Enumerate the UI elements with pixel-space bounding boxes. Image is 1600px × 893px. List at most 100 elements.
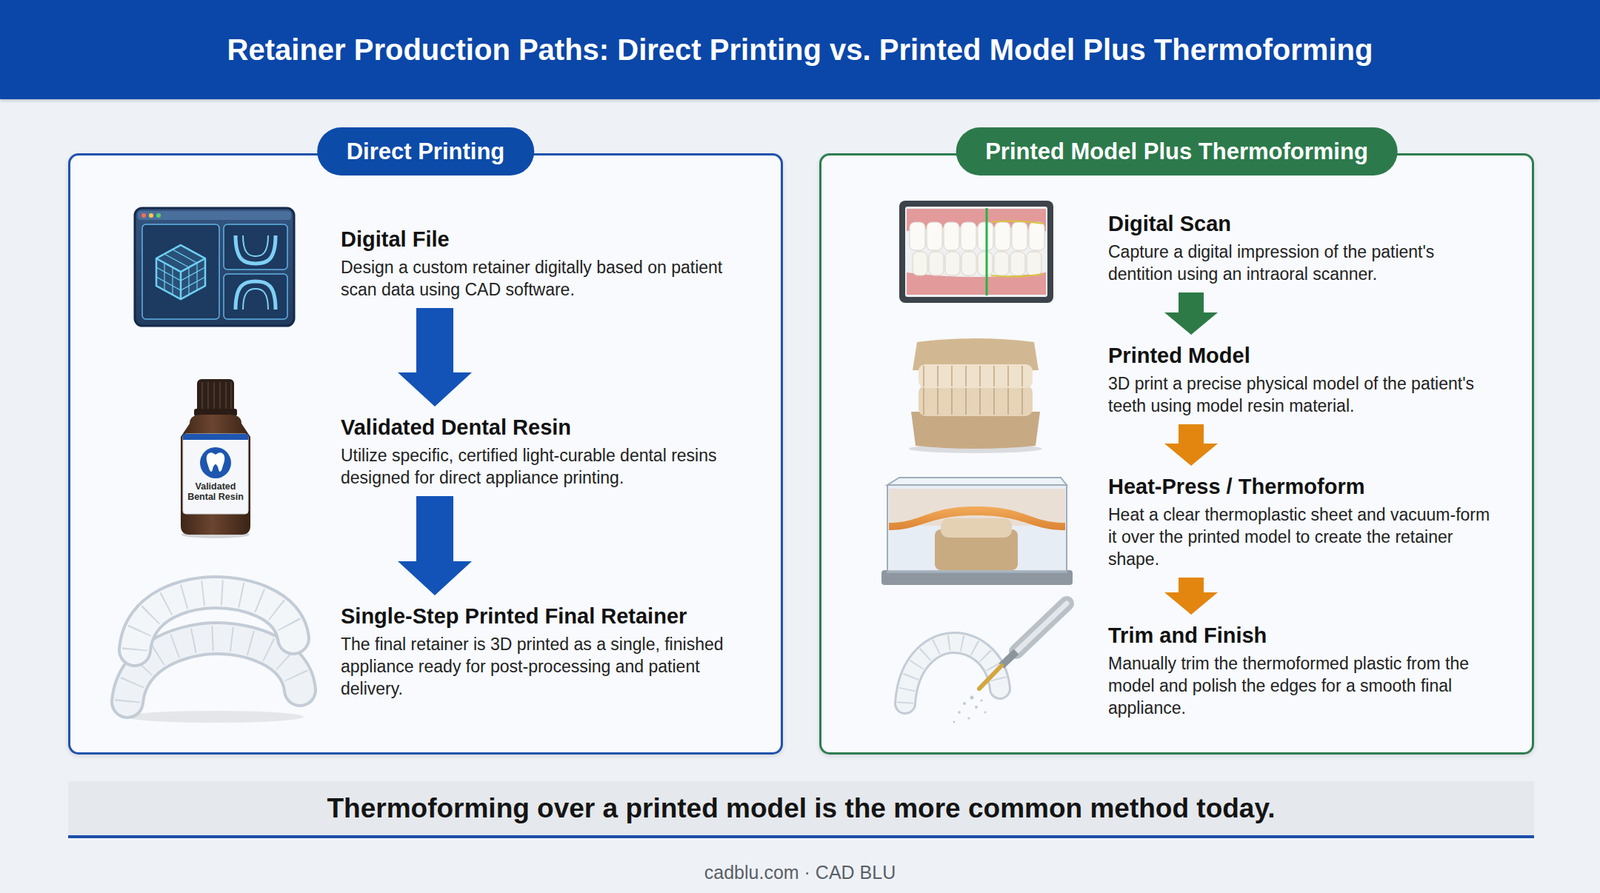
trimming-bur-part [953, 721, 956, 724]
intraoral-scan-image-part [977, 251, 993, 276]
cad-screen-icon-part [242, 288, 269, 310]
intraoral-scan-image-part [943, 222, 960, 251]
trimming-bur-part [980, 699, 983, 702]
intraoral-scan-image-part [926, 222, 943, 251]
trimming-bur-part [905, 642, 1000, 704]
step-heading: Digital File [340, 225, 775, 254]
clear-retainer-part [134, 592, 294, 651]
flow-arrow [1164, 577, 1218, 615]
panel-heading-pill: Direct Printing [317, 127, 535, 176]
clear-retainer-part [134, 592, 294, 651]
title: Retainer Production Paths: Direct Printi… [0, 0, 1600, 100]
thermoforming-machine-part [881, 570, 1073, 586]
cad-screen-icon-part [235, 235, 276, 264]
printed-dental-model-part [922, 365, 1030, 387]
clear-retainer-part [127, 638, 300, 703]
clear-retainer-part [127, 638, 300, 703]
cad-screen-icon-part [148, 213, 154, 218]
thermoforming-machine-part [887, 485, 1067, 573]
intraoral-scan-image-part [991, 220, 1043, 277]
step-heading: Single-Step Printed Final Retainer [340, 602, 775, 631]
resin-bottle-part [182, 434, 249, 515]
cad-screen-icon-part [223, 224, 288, 270]
trimming-bur-part [1001, 651, 1017, 666]
intraoral-scan-image-part [906, 208, 1046, 232]
resin-bottle-part [182, 434, 249, 440]
resin-bottle-part [194, 408, 238, 417]
flow-arrow [397, 308, 472, 407]
panel-heading-pill: Printed Model Plus Thermoforming [955, 127, 1398, 176]
cad-screen-icon-part [141, 213, 146, 218]
caption: Thermoforming over a printed model is th… [68, 781, 1535, 836]
method-panel: Direct PrintingDigital FileDesign a cust… [68, 153, 783, 755]
process-step: Single-Step Printed Final RetainerThe fi… [340, 595, 775, 708]
step-description: Utilize specific, certified light-curabl… [340, 444, 741, 489]
resin-bottle-part [180, 414, 251, 535]
intraoral-scan-image-part [899, 200, 1054, 303]
thermoforming-machine-part [888, 488, 1066, 526]
trimming-bur-part [970, 696, 975, 700]
trimming-bur-part [905, 642, 1000, 704]
step-description: Manually trim the thermoformed plastic f… [1108, 652, 1494, 720]
cad-screen-icon-part [223, 274, 288, 320]
thermoforming-machine-part [887, 477, 1067, 486]
intraoral-scan-image-part [905, 206, 1048, 298]
printed-dental-model-part [918, 385, 1033, 417]
trimming-bur-part [967, 717, 970, 720]
process-step: Digital ScanCapture a digital impression… [1108, 202, 1531, 293]
cad-screen-icon-part [142, 224, 220, 320]
step-heading: Heat-Press / Thermoform [1108, 473, 1531, 501]
flow-arrow [1164, 424, 1218, 466]
flow-arrow [397, 496, 472, 596]
intraoral-scan-image-part [909, 222, 926, 251]
trimming-bur-part [905, 642, 1000, 704]
intraoral-scan-image-part [985, 208, 989, 296]
resin-bottle-part [181, 531, 250, 539]
process-step: Validated Dental ResinUtilize specific, … [340, 406, 775, 497]
step-description: Design a custom retainer digitally based… [340, 256, 741, 301]
intraoral-scan-image-part [945, 251, 960, 276]
step-heading: Digital Scan [1108, 210, 1531, 238]
product-label: Validated Bental Resin [182, 481, 249, 503]
trimming-bur-part [962, 702, 966, 706]
intraoral-scan-image-part [928, 251, 944, 276]
printed-dental-model-part [912, 338, 1039, 371]
step-description: 3D print a precise physical model of the… [1108, 372, 1494, 418]
printed-dental-model [908, 338, 1043, 454]
thermoforming-machine-part [888, 506, 1066, 531]
step-description: Heat a clear thermoplastic sheet and vac… [1108, 503, 1494, 571]
trimming-bur-part [957, 711, 961, 715]
resin-bottle-part [202, 382, 232, 411]
cad-screen-icon-part [134, 208, 295, 326]
step-description: The final retainer is 3D printed as a si… [340, 633, 741, 700]
clear-retainer-part [127, 638, 300, 703]
footer-credit: cadblu.com · CAD BLU [503, 861, 1097, 884]
trimming-bur-part [1016, 603, 1067, 652]
cad-screen-icon-part [137, 211, 292, 220]
intraoral-scan-image-part [1011, 222, 1028, 251]
process-step: Printed Model3D print a precise physical… [1108, 334, 1531, 425]
intraoral-scan-image-part [1010, 251, 1026, 276]
cad-screen-icon-part [156, 213, 161, 218]
cad-screen-icon-part [156, 258, 206, 300]
flow-arrow [1164, 292, 1218, 335]
intraoral-scan-image-part [994, 222, 1011, 251]
title-band: Retainer Production Paths: Direct Printi… [0, 0, 1600, 100]
trimming-bur-part [984, 711, 987, 715]
clear-retainer-part [125, 711, 304, 723]
step-heading: Validated Dental Resin [340, 414, 775, 442]
step-heading: Trim and Finish [1108, 622, 1531, 650]
clear-retainer [125, 592, 304, 723]
intraoral-scan-image-part [977, 222, 994, 251]
step-heading: Printed Model [1108, 342, 1531, 370]
intraoral-scan-image-part [960, 222, 977, 251]
thermoforming-machine-part [934, 529, 1018, 571]
cad-screen-icon-part [242, 235, 269, 257]
caption-band: Thermoforming over a printed model is th… [68, 781, 1535, 839]
intraoral-scan-image [899, 200, 1054, 303]
intraoral-scan-image-part [912, 251, 928, 276]
